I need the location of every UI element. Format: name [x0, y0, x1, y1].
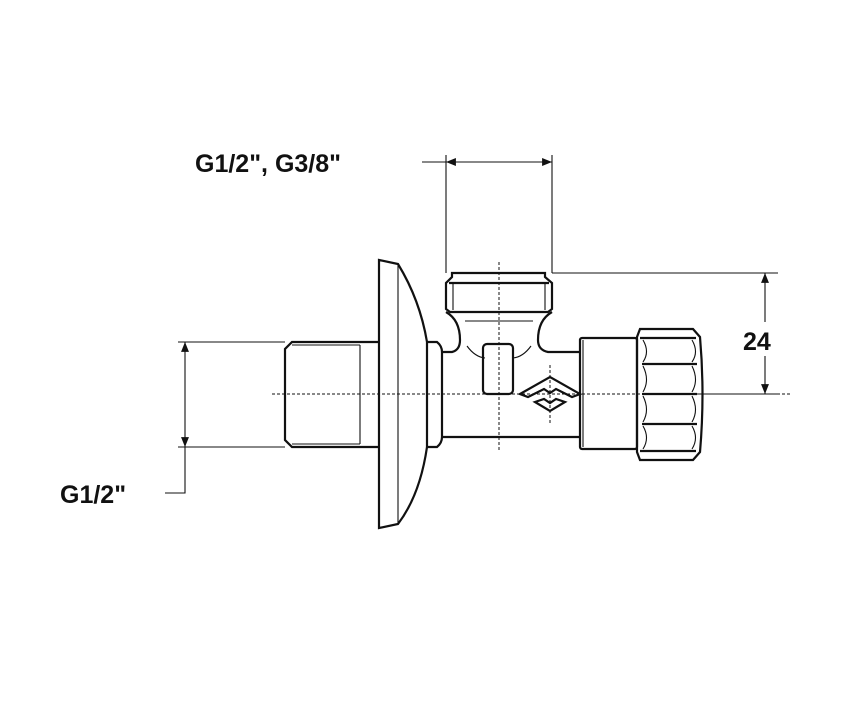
dimension-inlet: G1/2"	[60, 341, 285, 509]
inlet-thread	[283, 340, 378, 449]
center-lines	[272, 262, 790, 450]
dimension-top-connection: G1/2", G3/8"	[195, 150, 553, 273]
valve-body	[442, 311, 580, 439]
dimension-height: 24	[552, 272, 778, 395]
collar	[427, 340, 444, 449]
top-connection-label: G1/2", G3/8"	[195, 150, 341, 178]
inlet-label: G1/2"	[60, 481, 126, 509]
handwheel-knob	[635, 327, 704, 462]
brand-logo-icon	[517, 375, 583, 413]
height-label: 24	[743, 328, 771, 356]
outlet-nut	[444, 271, 554, 314]
